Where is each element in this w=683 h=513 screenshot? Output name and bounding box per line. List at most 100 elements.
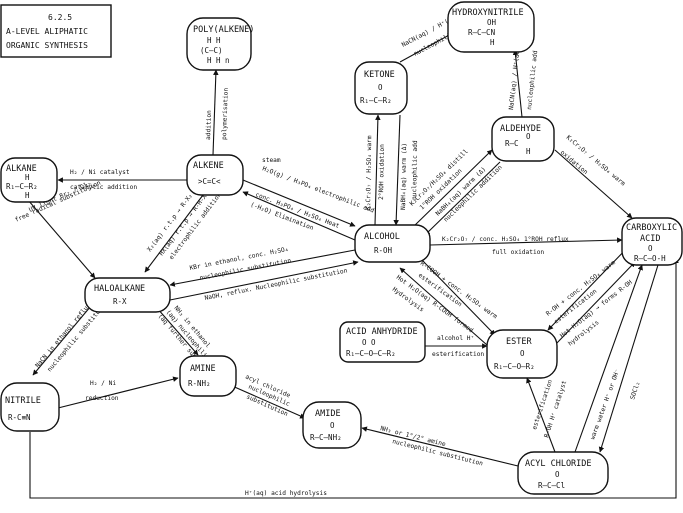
svg-text:R-OH + conc. H₂SO₄ warm: R-OH + conc. H₂SO₄ warm bbox=[545, 259, 617, 317]
svg-text:polymerisation: polymerisation bbox=[221, 87, 230, 140]
svg-text:H: H bbox=[25, 173, 30, 182]
svg-text:nucleophilic addition: nucleophilic addition bbox=[443, 164, 504, 224]
node-poly-alkene[interactable]: POLY(ALKENE) H H (C—C) H H n bbox=[186, 17, 254, 71]
svg-text:ESTER: ESTER bbox=[506, 337, 532, 347]
svg-text:H H: H H bbox=[207, 36, 221, 45]
node-ester[interactable]: ESTER O R₁—C—O—R₂ bbox=[486, 329, 558, 379]
edge-alcohol-aldehyde: K₂Cr₂O₇/H₂SO₄ distill 1°ROH oxidation Na… bbox=[409, 148, 504, 236]
edge-amine-amide: acyl chloride nucleophilic substitution bbox=[229, 373, 306, 419]
svg-text:H: H bbox=[25, 191, 30, 200]
node-acyl-chloride[interactable]: ACYL CHLORIDE O R—C—Cl bbox=[517, 451, 609, 495]
edge-nitrile-carboxylic: H⁺(aq) acid hydrolysis bbox=[29, 257, 679, 499]
svg-text:NaBH₄(aq) warm (Δ): NaBH₄(aq) warm (Δ) bbox=[400, 143, 408, 210]
node-hydroxynitrile[interactable]: HYDROXYNITRILE OH R—C—CN H bbox=[447, 1, 535, 53]
svg-text:H: H bbox=[490, 38, 495, 47]
svg-text:POLY(ALKENE): POLY(ALKENE) bbox=[193, 25, 254, 35]
svg-text:ALCOHOL: ALCOHOL bbox=[364, 232, 400, 242]
svg-text:H₂ / Ni: H₂ / Ni bbox=[90, 380, 116, 387]
svg-text:O: O bbox=[555, 470, 560, 479]
svg-text:ALKANE: ALKANE bbox=[6, 164, 37, 174]
edge-alcohol-ketone: K₂Cr₂O₇ / H₂SO₄ warm 2°ROH oxidation NaB… bbox=[365, 114, 419, 226]
svg-text:R—C—CN: R—C—CN bbox=[468, 28, 495, 37]
edge-acyl-ester: R-OH H⁺ catalyst esterification bbox=[526, 377, 568, 453]
svg-text:R₁—C—O—R₂: R₁—C—O—R₂ bbox=[494, 362, 535, 371]
node-amine[interactable]: AMINE R-NH₂ bbox=[179, 355, 237, 397]
svg-text:R—C—Cl: R—C—Cl bbox=[538, 481, 565, 490]
edge-carboxylic-ester: R-OH + conc. H₂SO₄ warm esterification H… bbox=[545, 244, 636, 348]
svg-text:AMIDE: AMIDE bbox=[315, 409, 341, 419]
title-line-2: A-LEVEL ALIPHATIC bbox=[6, 27, 88, 36]
svg-text:ACID: ACID bbox=[640, 234, 660, 244]
edge-alcohol-carboxylic: K₂Cr₂O₇ / conc. H₂SO₄ 1°ROH reflux full … bbox=[429, 235, 623, 256]
svg-text:R-OH: R-OH bbox=[374, 246, 393, 255]
svg-text:H₂ / Ni catalyst: H₂ / Ni catalyst bbox=[70, 169, 130, 176]
edge-aldehyde-hydroxynitrile: NaCN(aq) / H⁺(aq) nucleophilic add bbox=[508, 46, 539, 118]
svg-text:NITRILE: NITRILE bbox=[5, 396, 41, 406]
svg-text:KETONE: KETONE bbox=[364, 70, 395, 80]
edge-haloalkane-alcohol: KBr in ethanol, conc. H₂SO₄ nucleophilic… bbox=[169, 246, 359, 302]
svg-text:ACYL CHLORIDE: ACYL CHLORIDE bbox=[525, 459, 592, 469]
svg-text:O: O bbox=[378, 83, 383, 92]
svg-text:2°ROH oxidation: 2°ROH oxidation bbox=[377, 144, 386, 200]
node-acid-anhydride[interactable]: ACID ANHYDRIDE O O R₁—C—O—C—R₂ bbox=[339, 321, 426, 363]
svg-text:R—C—NH₂: R—C—NH₂ bbox=[310, 433, 342, 442]
svg-text:SOCl₂: SOCl₂ bbox=[629, 381, 641, 401]
svg-text:esterification: esterification bbox=[432, 351, 484, 358]
svg-text:R₁—C—O—C—R₂: R₁—C—O—C—R₂ bbox=[346, 349, 396, 358]
svg-text:R₁—C—R₂: R₁—C—R₂ bbox=[360, 96, 392, 105]
node-aldehyde[interactable]: ALDEHYDE R—C O H bbox=[491, 116, 555, 162]
svg-text:R—C: R—C bbox=[505, 139, 519, 148]
svg-text:H⁺(aq) acid hydrolysis: H⁺(aq) acid hydrolysis bbox=[245, 490, 327, 497]
svg-text:ALDEHYDE: ALDEHYDE bbox=[500, 124, 541, 134]
svg-text:R-NH₂: R-NH₂ bbox=[188, 379, 211, 388]
svg-text:alcohol H⁺: alcohol H⁺ bbox=[437, 335, 474, 342]
edge-alkene-alcohol: steam H₂O(g) / H₃PO₄ electrophilic add c… bbox=[242, 157, 375, 241]
svg-text:NaCN(aq) / H⁺(aq): NaCN(aq) / H⁺(aq) bbox=[508, 46, 522, 110]
svg-text:HYDROXYNITRILE: HYDROXYNITRILE bbox=[452, 8, 524, 18]
svg-text:R-C≡N: R-C≡N bbox=[8, 413, 31, 422]
svg-text:CARBOXYLIC: CARBOXYLIC bbox=[626, 223, 677, 233]
node-haloalkane[interactable]: HALOALKANE R-X bbox=[84, 277, 171, 313]
svg-text:O: O bbox=[648, 244, 653, 253]
svg-text:R₁—C—R₂: R₁—C—R₂ bbox=[6, 182, 38, 191]
svg-text:catalytic addition: catalytic addition bbox=[70, 184, 137, 191]
node-amide[interactable]: AMIDE O R—C—NH₂ bbox=[302, 401, 362, 449]
svg-text:nucleophilic add: nucleophilic add bbox=[411, 140, 419, 200]
svg-text:full oxidation: full oxidation bbox=[492, 249, 544, 256]
svg-text:H H n: H H n bbox=[207, 56, 230, 65]
svg-text:reduction: reduction bbox=[85, 395, 119, 402]
svg-text:O: O bbox=[526, 132, 531, 141]
edge-aldehyde-carboxylic: K₂Cr₂O₇ / H₂SO₄ warm oxidation bbox=[554, 134, 633, 219]
node-carboxylic-acid[interactable]: CARBOXYLIC ACID O R—C—O-H bbox=[621, 217, 683, 266]
edge-nitrile-amine: H₂ / Ni reduction bbox=[57, 376, 179, 409]
title-line-1: 6.2.5 bbox=[48, 13, 72, 22]
edge-anhydride-ester: alcohol H⁺ esterification bbox=[425, 335, 488, 358]
edge-alkene-alkane: H₂ / Ni catalyst catalytic addition bbox=[57, 169, 187, 191]
edge-alkene-poly: addition polymerisation bbox=[205, 69, 230, 156]
svg-text:addition: addition bbox=[205, 110, 213, 140]
node-ketone[interactable]: KETONE O R₁—C—R₂ bbox=[354, 61, 408, 115]
svg-text:(C—C): (C—C) bbox=[200, 46, 223, 55]
svg-text:OH: OH bbox=[487, 18, 497, 27]
node-nitrile[interactable]: NITRILE R-C≡N bbox=[0, 382, 60, 432]
svg-text:R—C—O-H: R—C—O-H bbox=[634, 254, 666, 263]
svg-text:O O: O O bbox=[362, 338, 376, 347]
title-line-3: ORGANIC SYNTHESIS bbox=[6, 41, 88, 50]
node-alkane[interactable]: ALKANE H R₁—C—R₂ H bbox=[0, 157, 58, 203]
svg-text:AMINE: AMINE bbox=[190, 364, 216, 374]
node-alcohol[interactable]: ALCOHOL R-OH bbox=[354, 224, 431, 263]
svg-text:H: H bbox=[526, 147, 531, 156]
svg-text:O: O bbox=[520, 349, 525, 358]
svg-text:K₂Cr₂O₇ / H₂SO₄ warm: K₂Cr₂O₇ / H₂SO₄ warm bbox=[365, 135, 373, 210]
edge-acyl-amide: NH₃ or 1°/2° amine nucleophilic substitu… bbox=[361, 424, 519, 468]
svg-text:HALOALKANE: HALOALKANE bbox=[94, 284, 145, 294]
svg-text:K₂Cr₂O₇ / conc. H₂SO₄ 1°ROH: K₂Cr₂O₇ / conc. H₂SO₄ 1°ROH reflux bbox=[442, 235, 569, 243]
svg-text:R-COOH + conc. H₂SO₄ warm: R-COOH + conc. H₂SO₄ warm bbox=[419, 260, 499, 321]
title-box: 6.2.5 A-LEVEL ALIPHATIC ORGANIC SYNTHESI… bbox=[0, 4, 112, 58]
svg-text:nucleophilic add: nucleophilic add bbox=[526, 50, 539, 110]
svg-text:steam: steam bbox=[262, 157, 281, 164]
node-alkene[interactable]: ALKENE >C=C< bbox=[186, 154, 244, 196]
svg-text:ACID ANHYDRIDE: ACID ANHYDRIDE bbox=[346, 327, 418, 337]
svg-text:O: O bbox=[330, 421, 335, 430]
